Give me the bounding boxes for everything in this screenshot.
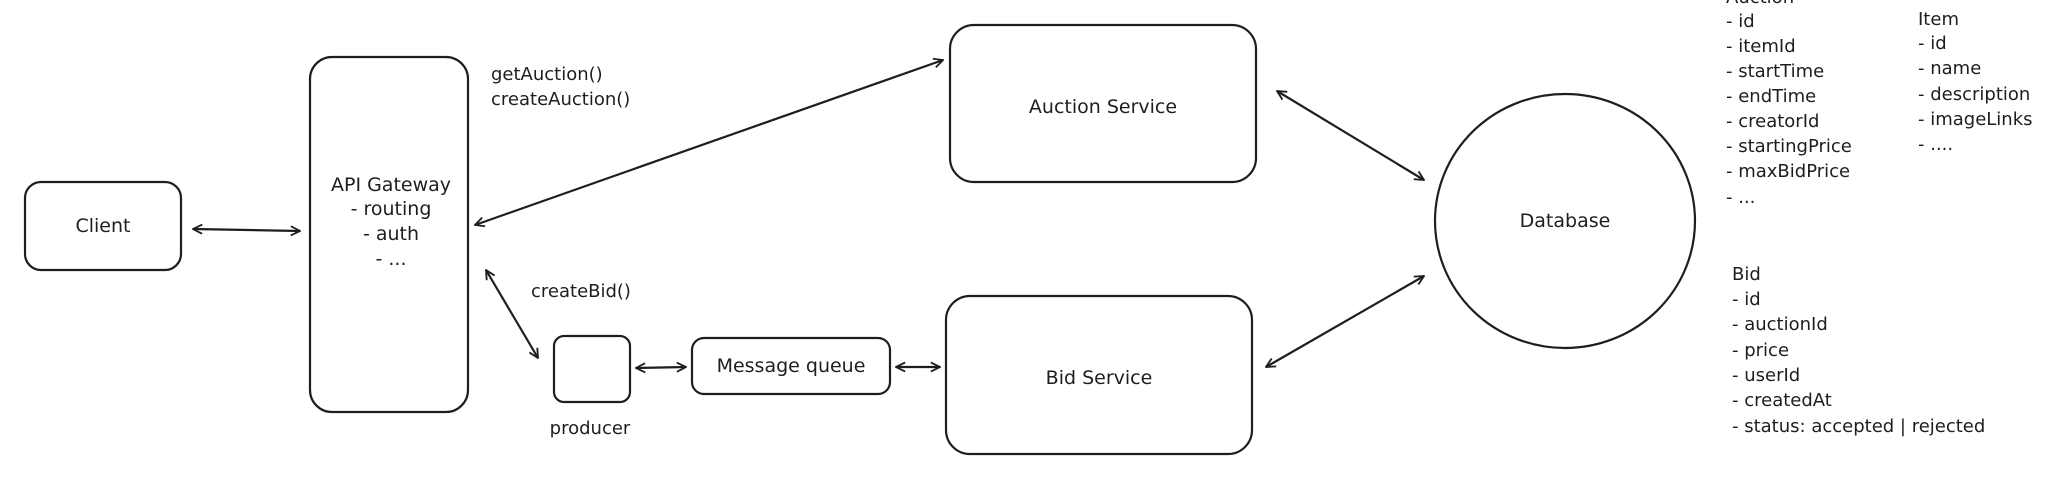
producer-label: producer xyxy=(550,418,631,439)
auction-field: - ... xyxy=(1726,187,1755,208)
auction-field: - itemId xyxy=(1726,36,1796,57)
arrow-bid-service-database xyxy=(1266,276,1424,367)
item-schema-title: Item xyxy=(1918,9,1959,30)
client-node: Client xyxy=(23,180,183,272)
item-schema: Item - id - name - description - imageLi… xyxy=(1918,9,2033,155)
auction-field: - startingPrice xyxy=(1726,136,1852,157)
bid-field: - userId xyxy=(1732,365,1800,386)
bid-service-node: Bid Service xyxy=(944,294,1254,456)
arrow-auction-service-database xyxy=(1277,91,1424,180)
auction-schema-title: Auction xyxy=(1726,0,1794,8)
api-gateway-auth: - auth xyxy=(363,223,419,245)
item-field: - .... xyxy=(1918,134,1953,155)
arrow-gateway-auction-service xyxy=(475,60,943,225)
auction-field: - creatorId xyxy=(1726,111,1819,132)
item-field: - id xyxy=(1918,33,1947,54)
bid-field: - createdAt xyxy=(1732,390,1832,411)
arrow-client-gateway xyxy=(193,229,300,231)
api-gateway-more: - ... xyxy=(375,248,406,270)
message-queue-node: Message queue xyxy=(690,336,892,396)
api-gateway-title: API Gateway xyxy=(331,174,451,196)
arrow-producer-queue xyxy=(636,367,686,368)
bid-schema: Bid - id - auctionId - price - userId - … xyxy=(1732,264,1985,437)
op-get-auction: getAuction() xyxy=(491,64,603,85)
auction-field: - startTime xyxy=(1726,61,1824,82)
bid-field: - auctionId xyxy=(1732,314,1828,335)
api-gateway-routing: - routing xyxy=(351,198,432,220)
bid-schema-title: Bid xyxy=(1732,264,1761,285)
auction-schema: Auction - id - itemId - startTime - endT… xyxy=(1726,0,1852,208)
auction-field: - endTime xyxy=(1726,86,1816,107)
auction-operations: getAuction() createAuction() xyxy=(491,64,630,110)
auction-service-node: Auction Service xyxy=(948,23,1258,184)
api-gateway-node: API Gateway - routing - auth - ... xyxy=(308,55,470,414)
client-label: Client xyxy=(75,215,130,237)
message-queue-label: Message queue xyxy=(717,355,866,377)
database-label: Database xyxy=(1520,210,1611,232)
item-field: - description xyxy=(1918,84,2030,105)
producer-node: producer xyxy=(550,334,632,439)
item-field: - imageLinks xyxy=(1918,109,2033,130)
auction-service-label: Auction Service xyxy=(1029,96,1177,118)
arrow-gateway-producer xyxy=(486,270,538,358)
bid-field: - price xyxy=(1732,340,1789,361)
bid-field: - id xyxy=(1732,289,1761,310)
auction-field: - id xyxy=(1726,11,1755,32)
auction-field: - maxBidPrice xyxy=(1726,161,1850,182)
item-field: - name xyxy=(1918,58,1981,79)
database-node: Database xyxy=(1433,92,1697,350)
bid-service-label: Bid Service xyxy=(1046,367,1153,389)
op-create-bid: createBid() xyxy=(531,281,631,302)
bid-field: - status: accepted | rejected xyxy=(1732,416,1985,437)
op-create-auction: createAuction() xyxy=(491,89,630,110)
